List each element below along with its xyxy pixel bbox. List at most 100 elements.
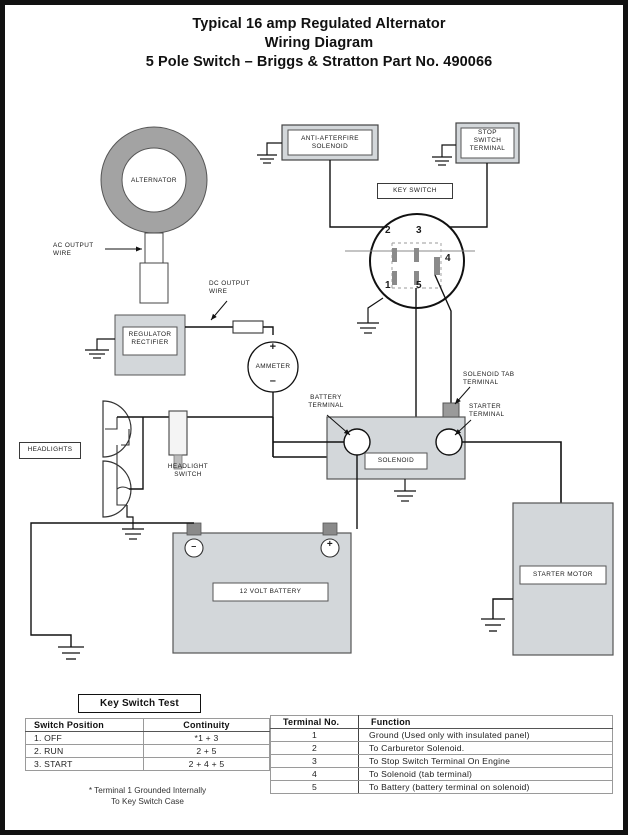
anti-afterfire-ground-symbol bbox=[257, 154, 277, 164]
key-switch-test-table: Switch Position Continuity 1. OFF *1 + 3… bbox=[25, 718, 270, 771]
stop-switch-line2: SWITCH bbox=[473, 137, 502, 144]
dc-output-wire-line2: WIRE bbox=[209, 288, 228, 295]
battery-pos-marker bbox=[320, 538, 340, 558]
term-row-3-function: To Solenoid (tab terminal) bbox=[358, 767, 613, 781]
alternator-label: ALTERNATOR bbox=[131, 177, 177, 184]
dc-output-leader bbox=[210, 300, 228, 321]
footnote-line-1: * Terminal 1 Grounded Internally bbox=[88, 786, 207, 795]
solenoid-tab-terminal-block bbox=[442, 402, 460, 418]
key-terminal-number-4: 4 bbox=[445, 253, 451, 264]
battery-neg-symbol: – bbox=[191, 541, 197, 551]
starter-terminal-line2: TERMINAL bbox=[469, 411, 505, 418]
stop-switch-terminal-label: STOP SWITCH TERMINAL bbox=[461, 129, 514, 153]
ks-row-2-position: 3. START bbox=[25, 757, 144, 771]
key-switch-label: KEY SWITCH bbox=[377, 183, 453, 199]
battery-terminal-line1: BATTERY bbox=[310, 394, 342, 401]
term-row-0-number: 1 bbox=[270, 728, 359, 742]
stop-switch-line3: TERMINAL bbox=[469, 145, 506, 152]
headlight-switch-line1: HEADLIGHT bbox=[167, 463, 209, 470]
battery-pos-post bbox=[322, 522, 338, 536]
solenoid-starter-terminal bbox=[435, 428, 463, 456]
headlights-label: HEADLIGHTS bbox=[19, 442, 81, 459]
title-line-1: Typical 16 amp Regulated Alternator bbox=[192, 16, 446, 32]
anti-afterfire-line1: ANTI-AFTERFIRE bbox=[301, 135, 359, 142]
ammeter-minus-sign: – bbox=[269, 375, 277, 387]
headlight-ground-wire bbox=[126, 505, 134, 529]
headlight-return-bus bbox=[129, 417, 144, 490]
footnote-line-2: To Key Switch Case bbox=[111, 797, 184, 806]
solenoid-tab-terminal-label: SOLENOID TAB TERMINAL bbox=[463, 371, 525, 387]
battery-neg-cable bbox=[30, 522, 194, 647]
key-terminal-number-2: 2 bbox=[385, 225, 391, 236]
battery-terminal-leader bbox=[326, 414, 351, 436]
alternator-connector bbox=[139, 262, 169, 304]
regulator-label-line1: REGULATOR bbox=[128, 331, 172, 338]
term-row-4-number: 5 bbox=[270, 780, 359, 794]
ammeter-plus-sign: + bbox=[269, 341, 277, 353]
table-row: 5 To Battery (battery terminal on soleno… bbox=[270, 780, 613, 794]
headlight-switch-line2: SWITCH bbox=[174, 471, 202, 478]
battery-neg-marker bbox=[184, 538, 204, 558]
key-terminal-3-blade bbox=[414, 248, 419, 262]
starter-terminal-leader bbox=[454, 419, 472, 436]
key-switch-ground-symbol bbox=[357, 322, 379, 334]
starter-ground-wire bbox=[492, 598, 513, 619]
starter-terminal-to-motor bbox=[462, 441, 562, 511]
table-row: 3. START 2 + 4 + 5 bbox=[25, 757, 270, 771]
solenoid-label: SOLENOID bbox=[377, 457, 415, 464]
solenoid-tab-leader bbox=[454, 386, 471, 405]
battery-label: 12 VOLT BATTERY bbox=[239, 588, 302, 595]
anti-afterfire-solenoid-label: ANTI-AFTERFIRE SOLENOID bbox=[288, 135, 372, 151]
solenoid-name-plate bbox=[364, 452, 428, 470]
alternator-ring-inner bbox=[121, 147, 187, 213]
solenoid-tab-line2: TERMINAL bbox=[463, 379, 499, 386]
stop-switch-ground-symbol bbox=[432, 156, 452, 166]
solenoid-tab-line1: SOLENOID TAB bbox=[463, 371, 515, 378]
alternator-stem bbox=[144, 232, 164, 266]
table-header-row: Switch Position Continuity bbox=[25, 718, 270, 732]
regulator-rectifier-label: REGULATOR RECTIFIER bbox=[123, 331, 177, 347]
starter-terminal-label: STARTER TERMINAL bbox=[469, 403, 527, 419]
ks-row-0-position: 1. OFF bbox=[25, 731, 144, 745]
battery-ground-symbol bbox=[58, 646, 84, 660]
term-row-3-number: 4 bbox=[270, 767, 359, 781]
title-line-3: 5 Pole Switch – Briggs & Stratton Part N… bbox=[145, 54, 493, 70]
stop-switch-inner bbox=[460, 127, 515, 159]
key-terminal-1-blade bbox=[392, 271, 397, 285]
headlight-ground-symbol bbox=[122, 528, 144, 540]
key-terminal-5-blade bbox=[414, 271, 419, 285]
wiring-diagram-canvas bbox=[5, 5, 623, 830]
stop-switch-ground-wire bbox=[441, 144, 456, 157]
ks-header-continuity: Continuity bbox=[143, 718, 270, 732]
key-switch-footnote: * Terminal 1 Grounded Internally To Key … bbox=[25, 785, 270, 807]
stop-switch-line1: STOP bbox=[478, 129, 497, 136]
battery-name-plate bbox=[212, 582, 329, 602]
key-terminal-2-blade bbox=[392, 248, 397, 262]
table-row: 2. RUN 2 + 5 bbox=[25, 744, 270, 758]
key-terminal-number-1: 1 bbox=[385, 280, 391, 291]
ks-row-1-continuity: 2 + 5 bbox=[143, 744, 270, 758]
starter-motor-label: STARTER MOTOR bbox=[533, 571, 593, 578]
regulator-ground-wire bbox=[96, 338, 115, 350]
table-row: 1. OFF *1 + 3 bbox=[25, 731, 270, 745]
anti-afterfire-ground-wire bbox=[266, 142, 282, 155]
dc-output-wire-line1: DC OUTPUT bbox=[209, 280, 250, 287]
regulator-ground-symbol bbox=[85, 349, 109, 359]
headlight-switch-label: HEADLIGHT SWITCH bbox=[157, 463, 219, 479]
starter-motor-name-plate bbox=[519, 565, 607, 585]
ac-output-wire-line1: AC OUTPUT bbox=[53, 242, 94, 249]
ks-row-1-position: 2. RUN bbox=[25, 744, 144, 758]
anti-afterfire-line2: SOLENOID bbox=[311, 143, 349, 150]
ac-output-wire-line2: WIRE bbox=[53, 250, 72, 257]
term-row-1-function: To Carburetor Solenoid. bbox=[358, 741, 613, 755]
battery-neg-post bbox=[186, 522, 202, 536]
ac-output-wire-label: AC OUTPUT WIRE bbox=[53, 242, 109, 258]
battery-terminal-label: BATTERY TERMINAL bbox=[296, 394, 356, 410]
dc-wire-to-ammeter bbox=[263, 326, 274, 335]
headlight-upper-wire bbox=[121, 429, 130, 446]
key4-to-solenoid-tab bbox=[434, 274, 452, 403]
key-switch-test-caption: Key Switch Test bbox=[78, 694, 201, 713]
battery-terminal-line2: TERMINAL bbox=[308, 402, 344, 409]
table-row: 4 To Solenoid (tab terminal) bbox=[270, 767, 613, 781]
